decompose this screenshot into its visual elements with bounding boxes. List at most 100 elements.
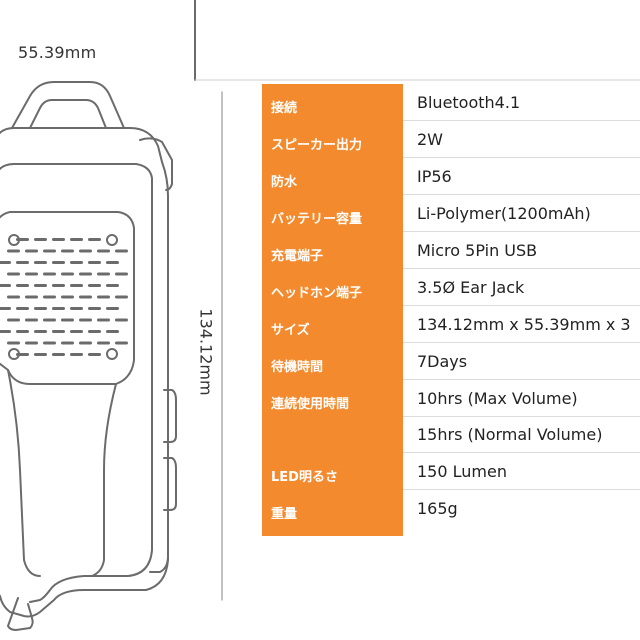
grille-slot: [43, 249, 56, 253]
spec-key: 待機時間: [262, 343, 403, 380]
grille-slot: [61, 249, 74, 253]
screw-bottom-right: [106, 348, 118, 360]
grille-slot: [16, 261, 29, 264]
grille-slot: [34, 307, 47, 310]
grille-slot: [0, 330, 11, 333]
side-button-1: [163, 389, 177, 443]
bottom-step: [149, 555, 169, 573]
device-body-outline: [0, 127, 169, 618]
spec-value: 134.12mm x 55.39mm x 3: [417, 315, 631, 334]
spec-row-standby-time: 待機時間 7Days: [262, 343, 640, 380]
spec-value: Li-Polymer(1200mAh): [417, 204, 591, 223]
grille-slot: [25, 249, 38, 253]
grille-slot: [34, 261, 47, 264]
grille-slot: [61, 272, 74, 276]
grille-slot: [0, 284, 11, 287]
grille-slot: [79, 341, 92, 345]
grille-slot: [70, 353, 83, 356]
grille-slot: [88, 307, 101, 310]
grille-slot: [97, 295, 110, 299]
grille-slot: [115, 249, 128, 253]
grille-slot: [115, 272, 128, 276]
grille-slot: [61, 295, 74, 299]
spec-table: 接続 Bluetooth4.1 スピーカー出力 2W 防水 IP56 バッテリー…: [262, 84, 640, 536]
spec-value: 150 Lumen: [417, 462, 507, 481]
grille-slot: [7, 249, 20, 253]
grille-slot: [25, 272, 38, 276]
grille-slot: [88, 330, 101, 333]
grille-slot: [97, 249, 110, 253]
grille-slot: [106, 261, 119, 264]
grille-slot: [52, 238, 65, 241]
spec-row-speaker-output: スピーカー出力 2W: [262, 121, 640, 158]
grille-slot: [43, 272, 56, 276]
grille-slot: [115, 318, 128, 322]
front-panel-outline: [0, 163, 153, 603]
spec-key: スピーカー出力: [262, 121, 403, 158]
grille-slot: [25, 318, 38, 322]
grille-slot: [43, 318, 56, 322]
spec-row-charging-port: 充電端子 Micro 5Pin USB: [262, 232, 640, 269]
handle-curve-left: [7, 369, 41, 577]
spec-row-waterproof: 防水 IP56: [262, 158, 640, 195]
spec-value: 165g: [417, 499, 458, 518]
grille-slot: [16, 284, 29, 287]
grille-slot: [16, 330, 29, 333]
speaker-grille-area: [0, 211, 135, 385]
row-divider: [403, 416, 640, 417]
spec-value: Micro 5Pin USB: [417, 241, 538, 260]
spec-key: ヘッドホン端子: [262, 269, 403, 306]
spec-row-size: サイズ 134.12mm x 55.39mm x 3: [262, 306, 640, 343]
grille-slot: [97, 318, 110, 322]
spec-value: 10hrs (Max Volume): [417, 389, 578, 408]
spec-value: 7Days: [417, 352, 468, 371]
grille-slot: [115, 341, 128, 345]
grille-slot: [70, 261, 83, 264]
grille-slot: [52, 261, 65, 264]
grille-slot: [97, 272, 110, 276]
grille-slot: [88, 284, 101, 287]
grille-slot: [79, 295, 92, 299]
grille-slot: [34, 330, 47, 333]
spec-value-secondary: 15hrs (Normal Volume): [417, 425, 603, 444]
grille-slot: [79, 318, 92, 322]
grille-slot: [7, 272, 20, 276]
spec-value: 2W: [417, 130, 443, 149]
spec-key: 重量: [262, 490, 403, 536]
grille-slot: [115, 295, 128, 299]
spec-row-weight: 重量 165g: [262, 490, 640, 536]
spec-key: 防水: [262, 158, 403, 195]
spec-key: サイズ: [262, 306, 403, 343]
grille-slot: [70, 284, 83, 287]
width-dimension-label: 55.39mm: [18, 43, 97, 62]
grille-slot: [16, 238, 29, 241]
grille-slot: [79, 249, 92, 253]
bottom-tip: [7, 597, 34, 631]
grille-slot: [61, 341, 74, 345]
side-button-2: [163, 457, 177, 511]
grille-slot: [79, 272, 92, 276]
grille-slot: [34, 284, 47, 287]
grille-slot: [106, 284, 119, 287]
grille-slot: [52, 307, 65, 310]
spec-key: 接続: [262, 84, 403, 121]
grille-slot: [70, 307, 83, 310]
spec-key: 連続使用時間: [262, 380, 403, 453]
spec-key: LED明るさ: [262, 453, 403, 490]
grille-slot: [25, 341, 38, 345]
grille-slot: [7, 341, 20, 345]
height-dimension-label: 134.12mm: [196, 308, 216, 396]
grille-slot: [7, 295, 20, 299]
spec-value: 3.5Ø Ear Jack: [417, 278, 525, 297]
spec-row-led-brightness: LED明るさ 150 Lumen: [262, 453, 640, 490]
spec-row-continuous-use: 連続使用時間 10hrs (Max Volume) 15hrs (Normal …: [262, 380, 640, 453]
grille-slot: [106, 330, 119, 333]
grille-slot: [34, 353, 47, 356]
grille-slot: [16, 307, 29, 310]
grille-slot: [43, 295, 56, 299]
grille-slot: [97, 341, 110, 345]
grille-slot: [0, 261, 11, 264]
spec-row-connection: 接続 Bluetooth4.1: [262, 84, 640, 121]
